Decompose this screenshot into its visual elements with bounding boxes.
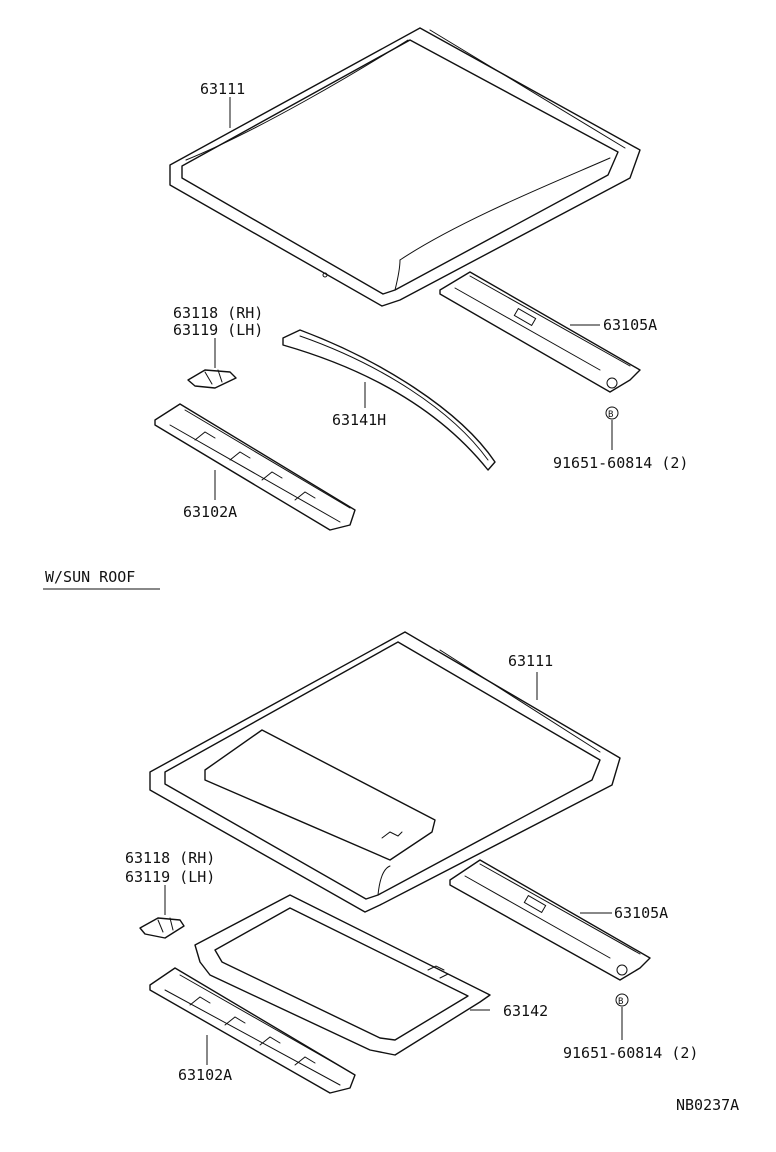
bottom-rail-rear [149,967,356,1094]
bottom-roof-panel-label: 63111 [508,652,553,670]
top-bolt: B [605,406,619,420]
svg-text:B: B [618,997,623,1007]
section-header: W/SUN ROOF [45,568,135,586]
bottom-bolt: B [615,993,629,1007]
top-rail-front [439,271,641,393]
diagram-code: NB0237A [676,1096,739,1114]
bottom-rail-front [449,859,651,981]
bottom-leader-lines [164,672,623,1065]
bottom-reinforcement-label: 63142 [503,1002,548,1020]
bottom-rail-rear-label: 63102A [178,1066,232,1084]
top-rail-front-label: 63105A [603,316,657,334]
top-bracket [187,369,237,389]
bottom-roof-panel [149,631,621,913]
bottom-rail-front-label: 63105A [614,904,668,922]
bottom-bracket [139,917,185,939]
bottom-bolt-label: 91651-60814 (2) [563,1044,698,1062]
bottom-bracket-lh-label: 63119 (LH) [125,868,215,886]
top-roof-panel-label: 63111 [200,80,245,98]
svg-text:B: B [608,410,613,420]
top-roof-panel [169,27,641,307]
bottom-bracket-rh-label: 63118 (RH) [125,849,215,867]
top-bracket-rh-label: 63118 (RH) [173,304,263,322]
top-leader-lines [214,97,613,500]
top-rail-rear [154,403,356,531]
top-bolt-label: 91651-60814 (2) [553,454,688,472]
top-bow-label: 63141H [332,411,386,429]
top-rail-rear-label: 63102A [183,503,237,521]
top-bow [282,329,496,471]
top-bracket-lh-label: 63119 (LH) [173,321,263,339]
bottom-reinforcement [194,894,491,1056]
